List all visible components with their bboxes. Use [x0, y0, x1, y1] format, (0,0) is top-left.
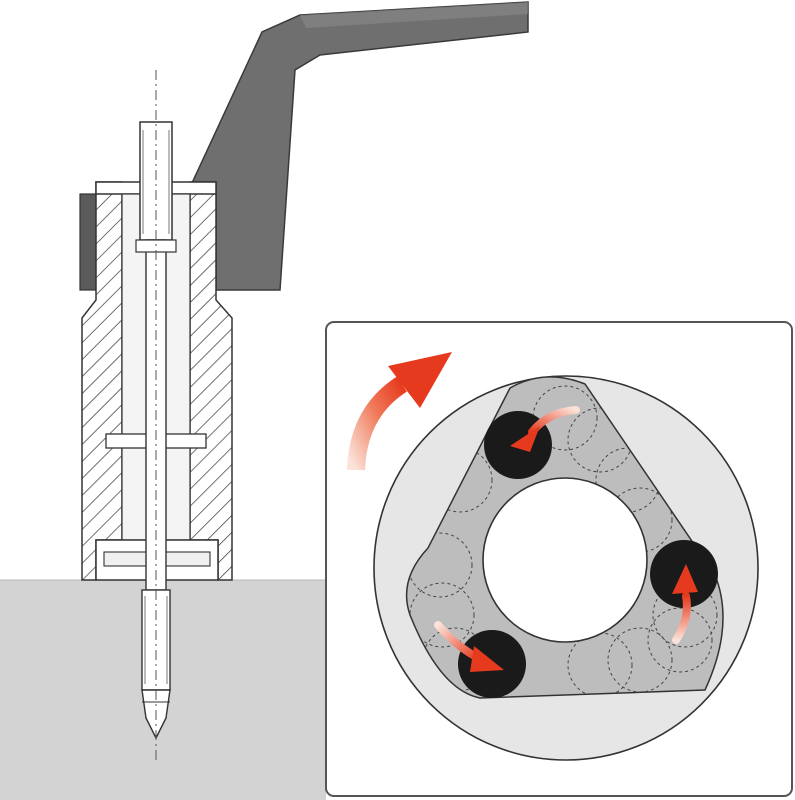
- inset-detail: [325, 321, 793, 797]
- ball-movement-arrow-icon: [510, 406, 580, 452]
- threaded-bushing-icon: [81, 181, 233, 581]
- curved-rotation-arrow-icon: [347, 352, 452, 471]
- clamping-lever-icon: [79, 1, 529, 291]
- ball-movement-arrow-icon: [672, 564, 698, 644]
- center-hole: [482, 477, 648, 643]
- ball-movement-arrow-icon: [434, 621, 504, 672]
